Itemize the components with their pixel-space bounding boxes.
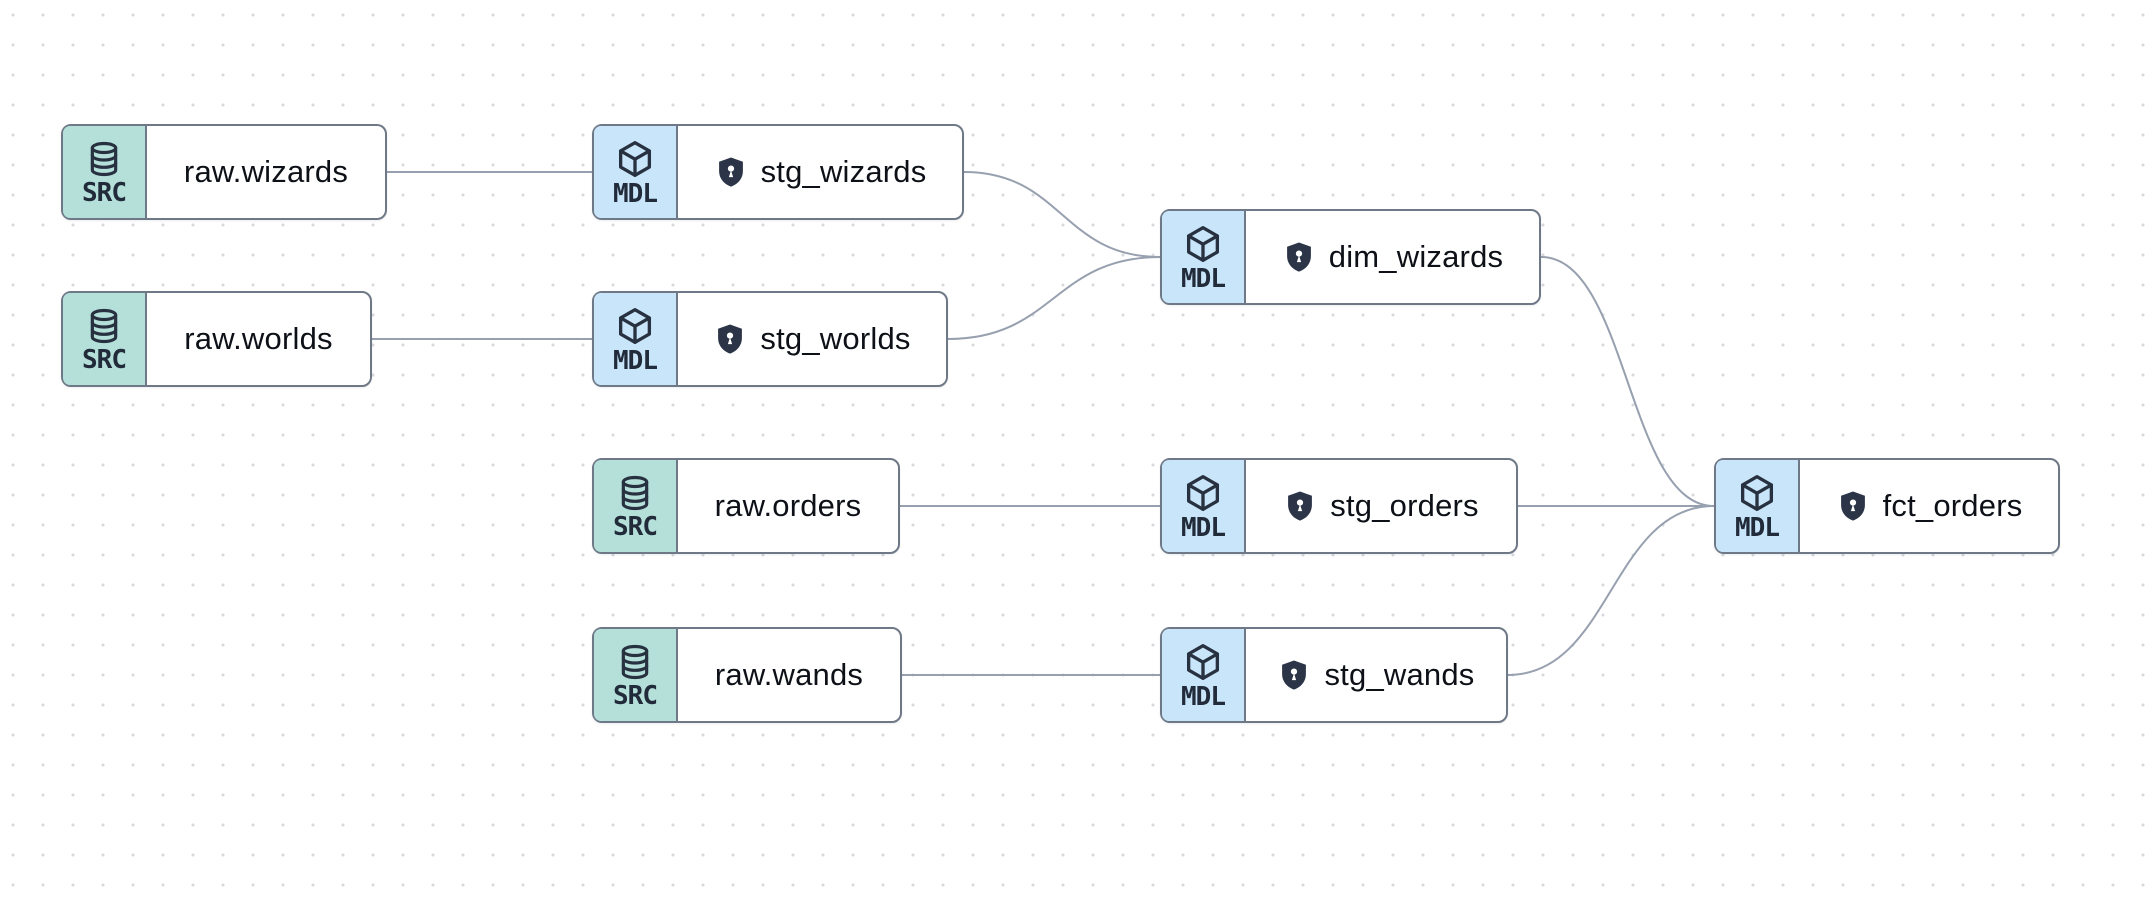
shield-keyhole-icon [713, 322, 747, 356]
node-type-panel: SRC [63, 293, 147, 385]
node-label: stg_worlds [760, 321, 911, 356]
lineage-edge [947, 256, 1161, 340]
node-type-label: MDL [613, 345, 658, 376]
node-type-label: SRC [82, 344, 127, 375]
lineage-node-stg-wands[interactable]: MDL stg_wands [1160, 627, 1508, 723]
lineage-node-stg-orders[interactable]: MDL stg_orders [1160, 458, 1518, 554]
shield-keyhole-icon [714, 155, 748, 189]
lineage-edge [1507, 505, 1715, 676]
cube-icon [1182, 472, 1224, 514]
cube-icon [614, 138, 656, 180]
node-label: stg_wands [1324, 657, 1475, 692]
database-icon [615, 473, 655, 513]
node-type-label: MDL [1735, 512, 1780, 543]
node-body: raw.orders [678, 460, 898, 552]
node-type-panel: MDL [594, 293, 678, 385]
lineage-edge [963, 171, 1161, 258]
node-type-label: MDL [613, 178, 658, 209]
database-icon [84, 306, 124, 346]
node-type-panel: SRC [594, 629, 678, 721]
node-body: raw.wizards [147, 126, 385, 218]
node-label: dim_wizards [1328, 239, 1504, 274]
node-type-panel: SRC [594, 460, 678, 552]
node-type-panel: MDL [1162, 460, 1246, 552]
lineage-node-raw-wizards[interactable]: SRC raw.wizards [61, 124, 387, 220]
node-body: stg_wands [1246, 629, 1506, 721]
node-label: raw.wizards [183, 154, 349, 189]
lineage-edge [1540, 256, 1715, 507]
node-type-label: MDL [1181, 512, 1226, 543]
node-type-label: SRC [82, 177, 127, 208]
node-label: raw.worlds [184, 321, 333, 356]
cube-icon [1182, 641, 1224, 683]
node-type-label: SRC [613, 511, 658, 542]
database-icon [615, 642, 655, 682]
node-type-label: SRC [613, 680, 658, 711]
lineage-node-raw-wands[interactable]: SRC raw.wands [592, 627, 902, 723]
node-body: stg_worlds [678, 293, 946, 385]
database-icon [84, 139, 124, 179]
lineage-node-dim-wizards[interactable]: MDL dim_wizards [1160, 209, 1541, 305]
node-type-panel: MDL [594, 126, 678, 218]
node-label: stg_orders [1330, 488, 1479, 523]
node-type-panel: MDL [1162, 211, 1246, 303]
node-type-panel: MDL [1162, 629, 1246, 721]
node-label: raw.orders [714, 488, 862, 523]
node-body: raw.worlds [147, 293, 370, 385]
node-body: stg_orders [1246, 460, 1516, 552]
shield-keyhole-icon [1836, 489, 1870, 523]
lineage-node-raw-worlds[interactable]: SRC raw.worlds [61, 291, 372, 387]
node-label: raw.wands [714, 657, 864, 692]
node-type-panel: MDL [1716, 460, 1800, 552]
lineage-node-stg-wizards[interactable]: MDL stg_wizards [592, 124, 964, 220]
node-label: stg_wizards [760, 154, 927, 189]
lineage-node-raw-orders[interactable]: SRC raw.orders [592, 458, 900, 554]
cube-icon [1182, 223, 1224, 265]
node-body: dim_wizards [1246, 211, 1539, 303]
node-type-label: MDL [1181, 263, 1226, 294]
node-type-label: MDL [1181, 681, 1226, 712]
node-body: fct_orders [1800, 460, 2058, 552]
lineage-node-fct-orders[interactable]: MDL fct_orders [1714, 458, 2060, 554]
node-body: stg_wizards [678, 126, 962, 218]
cube-icon [1736, 472, 1778, 514]
node-label: fct_orders [1882, 488, 2023, 523]
cube-icon [614, 305, 656, 347]
node-type-panel: SRC [63, 126, 147, 218]
node-body: raw.wands [678, 629, 900, 721]
lineage-node-stg-worlds[interactable]: MDL stg_worlds [592, 291, 948, 387]
shield-keyhole-icon [1283, 489, 1317, 523]
shield-keyhole-icon [1282, 240, 1316, 274]
shield-keyhole-icon [1277, 658, 1311, 692]
